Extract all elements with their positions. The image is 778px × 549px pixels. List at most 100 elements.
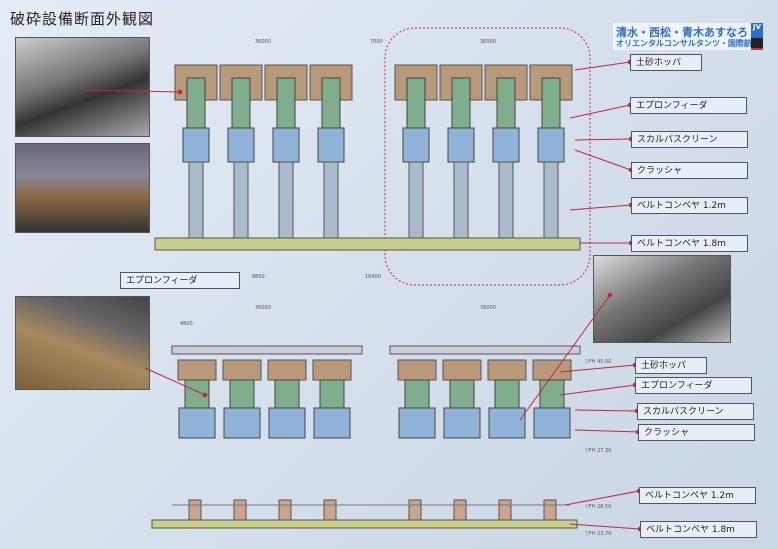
- conveyor-1-2m-incline: [188, 161, 204, 243]
- conveyor-support: [323, 499, 337, 521]
- crusher-lower: [268, 407, 306, 439]
- elevation-2: ▽FH 27.30: [585, 448, 611, 454]
- apron-feeder-lower: [539, 379, 565, 409]
- dim-edge: 4800: [180, 321, 193, 327]
- conveyor-1-8m-upper: [154, 237, 581, 251]
- label-lower-crusher: クラッシャ: [638, 424, 755, 441]
- scalper-screen: [317, 127, 345, 163]
- apron-feeder: [276, 77, 296, 129]
- apron-feeder: [496, 77, 516, 129]
- label-lower-conveyor-1-8m: ベルトコンベヤ 1.8m: [640, 521, 757, 538]
- leader-line: [569, 523, 641, 530]
- label-upper-crusher: クラッシャ: [631, 162, 748, 179]
- jv-companies-line2: オリエンタルコンサルタンツ・国際航業: [616, 39, 760, 48]
- leader-line: [574, 138, 632, 141]
- label-lower-conveyor-1-2m: ベルトコンベヤ 1.2m: [639, 487, 756, 504]
- label-upper-soil-hopper: 土砂ホッパ: [630, 54, 702, 71]
- scalper-screen: [537, 127, 565, 163]
- roof-left: [171, 345, 363, 355]
- conveyor-1-2m-incline: [453, 161, 469, 243]
- apron-feeder-lower: [404, 379, 430, 409]
- leader-line: [559, 384, 636, 396]
- conveyor-support: [408, 499, 422, 521]
- apron-feeder-lower: [274, 379, 300, 409]
- dim-unit: 8800: [252, 274, 265, 280]
- conveyor-1-8m-lower: [151, 519, 578, 529]
- crusher-lower: [223, 407, 261, 439]
- label-upper-scalper-screen: スカルパスクリーン: [631, 131, 748, 148]
- dim-width-lower-left: 36000: [255, 305, 271, 311]
- crusher-lower: [533, 407, 571, 439]
- leader-line: [574, 409, 638, 412]
- soil-hopper-lower: [312, 359, 352, 381]
- elevation-4: ▽FH 23.70: [585, 531, 611, 537]
- scalper-screen: [272, 127, 300, 163]
- conveyor-1-2m-incline: [498, 161, 514, 243]
- elevation-1: ▽FH 45.00: [585, 359, 611, 365]
- apron-feeder: [231, 77, 251, 129]
- conveyor-support: [188, 499, 202, 521]
- label-lower-scalper-screen: スカルパスクリーン: [637, 403, 754, 420]
- crusher-lower: [443, 407, 481, 439]
- crusher-lower: [313, 407, 351, 439]
- leader-line: [574, 149, 632, 171]
- soil-hopper-lower: [487, 359, 527, 381]
- leader-dot: [607, 292, 613, 298]
- leader-line: [574, 61, 631, 71]
- apron-feeder-lower: [449, 379, 475, 409]
- crusher-lower: [398, 407, 436, 439]
- leader-dot: [202, 392, 208, 398]
- leader-line: [569, 104, 631, 119]
- highlight-outline: [384, 27, 591, 286]
- scalper-screen: [447, 127, 475, 163]
- soil-hopper-lower: [397, 359, 437, 381]
- dim-gap: 7000: [370, 39, 383, 45]
- label-lower-soil-hopper: 土砂ホッパ: [635, 357, 707, 374]
- conveyor-1-2m-incline: [408, 161, 424, 243]
- soil-hopper-lower: [267, 359, 307, 381]
- label-upper-conveyor-1-2m: ベルトコンベヤ 1.2m: [631, 197, 748, 214]
- soil-hopper-lower: [442, 359, 482, 381]
- jv-logo: 清水・西松・青木あすなろ オリエンタルコンサルタンツ・国際航業 JV: [613, 23, 763, 50]
- apron-feeder: [541, 77, 561, 129]
- apron-feeder-lower: [229, 379, 255, 409]
- apron-feeder-lower: [494, 379, 520, 409]
- conveyor-1-2m-incline: [278, 161, 294, 243]
- photo-crusher-chute: [593, 255, 731, 343]
- photo-hopper-interior: [15, 37, 150, 137]
- apron-feeder-lower: [319, 379, 345, 409]
- leader-line: [84, 89, 181, 93]
- apron-feeder: [186, 77, 206, 129]
- leader-line: [144, 367, 206, 396]
- conveyor-support: [233, 499, 247, 521]
- dim-width-left: 36000: [255, 39, 271, 45]
- label-upper-left-apron-feeder: エプロンフィーダ: [120, 272, 240, 289]
- elevation-3: ▽FH 28.50: [585, 504, 611, 510]
- soil-hopper-lower: [222, 359, 262, 381]
- dim-total: 16400: [365, 274, 381, 280]
- leader-line: [569, 204, 632, 211]
- conveyor-support: [453, 499, 467, 521]
- apron-feeder: [321, 77, 341, 129]
- leader-dot: [177, 89, 183, 95]
- crusher-lower: [178, 407, 216, 439]
- jv-companies-line1: 清水・西松・青木あすなろ: [616, 26, 748, 39]
- apron-feeder: [406, 77, 426, 129]
- conveyor-support: [498, 499, 512, 521]
- scalper-screen: [492, 127, 520, 163]
- apron-feeder: [451, 77, 471, 129]
- dim-width-right: 36000: [480, 39, 496, 45]
- conveyor-1-2m-incline: [323, 161, 339, 243]
- leader-line: [564, 490, 640, 506]
- label-upper-apron-feeder: エプロンフィーダ: [630, 97, 747, 114]
- soil-hopper-lower: [532, 359, 572, 381]
- photo-feeder-soil: [15, 296, 150, 390]
- dim-width-lower-right: 36000: [480, 305, 496, 311]
- photo-conveyor-plant: [15, 143, 150, 233]
- scalper-screen: [182, 127, 210, 163]
- roof-right: [389, 345, 581, 355]
- crusher-lower: [488, 407, 526, 439]
- conveyor-support: [278, 499, 292, 521]
- leader-line: [519, 294, 611, 421]
